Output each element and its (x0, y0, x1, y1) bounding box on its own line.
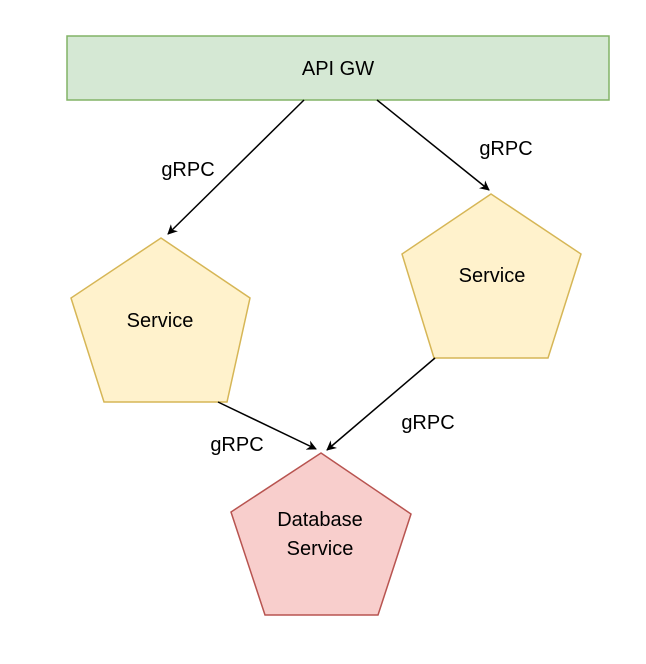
database-service-label-line2: Service (287, 538, 354, 560)
database-service-pentagon (230, 452, 412, 616)
service-right-label: Service (459, 265, 526, 287)
edge-label-grpc: gRPC (479, 138, 532, 160)
service-left-node[interactable]: Service (70, 237, 251, 403)
edge-label-grpc: gRPC (161, 159, 214, 181)
database-service-node[interactable]: Database Service (230, 452, 412, 616)
service-right-node[interactable]: Service (401, 193, 582, 359)
edge-line (217, 401, 317, 450)
edge-service-right-to-database[interactable]: gRPC (326, 357, 455, 451)
edge-label-grpc: gRPC (210, 434, 263, 456)
api-gateway-label: API GW (302, 58, 374, 80)
service-left-label: Service (127, 310, 194, 332)
edge-gw-to-service-right[interactable]: gRPC (376, 99, 533, 191)
api-gateway-node[interactable]: API GW (66, 35, 610, 101)
edge-label-grpc: gRPC (401, 412, 454, 434)
edge-gw-to-service-left[interactable]: gRPC (161, 99, 305, 235)
database-service-label-line1: Database (277, 509, 363, 531)
edge-line (326, 357, 436, 451)
edge-line (167, 99, 305, 235)
edge-service-left-to-database[interactable]: gRPC (210, 401, 317, 456)
service-left-pentagon (70, 237, 251, 403)
edge-line (376, 99, 490, 191)
api-gateway-box (66, 35, 610, 101)
service-right-pentagon (401, 193, 582, 359)
